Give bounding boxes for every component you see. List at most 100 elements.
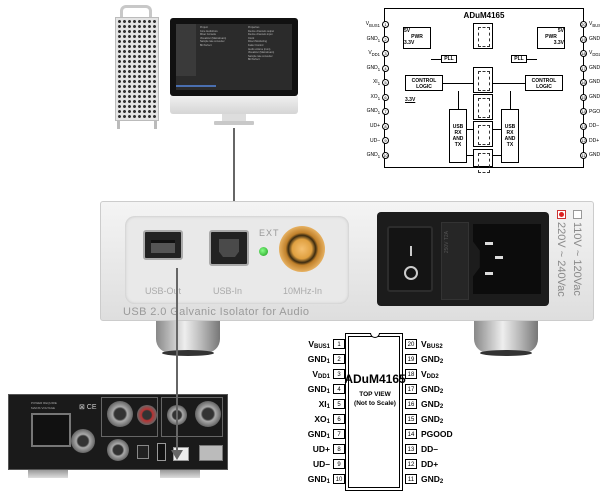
pinout-pin-number: 4 <box>333 384 345 394</box>
isolator-foot-right <box>474 321 538 356</box>
pinout-pin-number: 9 <box>333 459 345 469</box>
imac-display: Project Core AudioCore Mixer Console Vis… <box>170 18 298 128</box>
pin-circle-icon: 1 <box>382 21 389 28</box>
app-sidebar <box>176 24 196 76</box>
control-logic-right: CONTROL LOGIC <box>525 75 563 91</box>
block-pin-label: GND1 <box>366 35 380 43</box>
pinout-pin-label: GND1 <box>307 429 330 440</box>
pinout-pin-number: 1 <box>333 339 345 349</box>
transformer-icon <box>473 67 493 93</box>
fuse-holder[interactable]: 250V T2A <box>441 222 469 300</box>
screen-left-list: Project Core AudioCore Mixer Console Vis… <box>200 26 227 47</box>
screen-right-list: Properties Device channels output Device… <box>248 26 275 62</box>
usb-out-port[interactable] <box>143 230 183 260</box>
pwr-block-right: 5V PWR 3.3V <box>537 27 565 49</box>
pinout-pin-number: 17 <box>405 384 417 394</box>
xlr-input[interactable] <box>71 429 95 453</box>
pin-circle-icon: 9 <box>382 137 389 144</box>
signal-wire <box>493 155 501 156</box>
pinout-pin-label: GND2 <box>421 399 444 410</box>
block-pin-label: VDD2 <box>589 50 600 57</box>
on-symbol-icon <box>410 246 412 256</box>
voltage-selector-220[interactable] <box>557 210 566 219</box>
tower-foot <box>117 121 120 129</box>
block-pin-9: UD–9 <box>351 137 389 144</box>
pinout-pin-number: 14 <box>405 429 417 439</box>
isolator-foot-left <box>156 321 220 356</box>
pinout-pin-number: 2 <box>333 354 345 364</box>
power-switch[interactable] <box>387 226 433 292</box>
signal-wire <box>467 129 473 130</box>
pinout-pin-label: GND2 <box>421 354 444 365</box>
pinout-pin-label: GND2 <box>421 474 444 485</box>
block-pin-label: DD– <box>589 123 600 129</box>
imac-stand <box>222 114 246 121</box>
rca-output-right[interactable] <box>137 405 157 425</box>
signal-wire <box>443 83 473 84</box>
pin-circle-icon: 3 <box>382 50 389 57</box>
usb-rxtx-right: USB RX AND TX <box>501 109 519 163</box>
pinout-pin-label: GND1 <box>307 384 330 395</box>
block-pin-label: PGOOD <box>589 108 600 115</box>
pinout-pin-label: UD– <box>312 459 330 469</box>
transformer-icon <box>473 23 493 49</box>
pinout-pin-label: VDD2 <box>421 369 439 380</box>
pin-circle-icon: 14 <box>580 108 587 115</box>
block-diagram-title: ADuM4165 <box>463 11 505 20</box>
pwr-block-left: 5V PWR 3.3V <box>403 27 431 49</box>
coax-input[interactable] <box>107 439 129 461</box>
pinout-pin-label: GND2 <box>421 384 444 395</box>
pinout-pin-label: PGOOD <box>421 429 453 439</box>
usb-in-port[interactable] <box>209 230 249 266</box>
transformer-icon <box>473 121 493 147</box>
xlr-output-left[interactable] <box>107 401 133 427</box>
pin-circle-icon: 4 <box>382 64 389 72</box>
pwr-label: PWR <box>545 34 557 40</box>
block-pin-8: UD+8 <box>351 122 389 130</box>
port-recess: EXT USB-Out USB-In 10MHz-In <box>125 216 349 304</box>
pinout-pin-label: GND2 <box>421 414 444 425</box>
usb-in-label: USB-In <box>213 286 243 296</box>
usb-out-label: USB-Out <box>145 286 182 296</box>
block-pin-label: GND2 <box>589 64 600 71</box>
voltage-selector-110[interactable] <box>573 210 582 219</box>
pinout-pin-number: 18 <box>405 369 417 379</box>
xlr-output-right[interactable] <box>195 401 221 427</box>
block-pin-label: GND2 <box>589 35 600 42</box>
optical-input[interactable] <box>137 445 149 459</box>
pin-circle-icon: 19 <box>580 35 587 43</box>
pinout-pin-number: 6 <box>333 414 345 424</box>
pin-circle-icon: 2 <box>382 35 389 43</box>
output-group-right <box>161 397 223 437</box>
block-pin-label: XO1 <box>370 93 380 101</box>
block-pin-label: UD+ <box>369 123 380 129</box>
dac-power-inlet[interactable] <box>31 413 71 447</box>
bnc-10mhz-in-port[interactable] <box>279 226 325 272</box>
block-pin-label: GND1 <box>366 64 380 72</box>
cable-usb-out-to-dac <box>176 268 178 408</box>
block-pin-label: XI1 <box>372 79 380 86</box>
pin-circle-icon: 12 <box>580 137 587 144</box>
pinout-pin-number: 16 <box>405 399 417 409</box>
output-group-left <box>101 397 158 437</box>
voltage-label-110: 110V ~ 120Vac <box>571 222 583 296</box>
block-pin-label: GND1 <box>366 108 380 115</box>
pin-circle-icon: 17 <box>580 64 587 72</box>
audio-app-window: Project Core AudioCore Mixer Console Vis… <box>176 24 292 90</box>
power-entry-module: 250V T2A <box>377 212 549 306</box>
ethernet-port[interactable] <box>199 445 223 461</box>
pin-circle-icon: 16 <box>580 79 587 86</box>
pwr-3v3-label: 3.3V <box>553 40 564 46</box>
usb-a-port[interactable] <box>157 443 166 461</box>
transformer-icon <box>473 149 493 173</box>
pin-circle-icon: 8 <box>382 122 389 130</box>
not-to-scale-label: (Not to Scale) <box>354 400 396 407</box>
voltage-label-220: 220V ~ 240Vac <box>555 222 567 297</box>
signal-wire <box>493 83 525 84</box>
tower-handle <box>120 5 152 19</box>
iec-power-inlet[interactable] <box>473 224 541 294</box>
